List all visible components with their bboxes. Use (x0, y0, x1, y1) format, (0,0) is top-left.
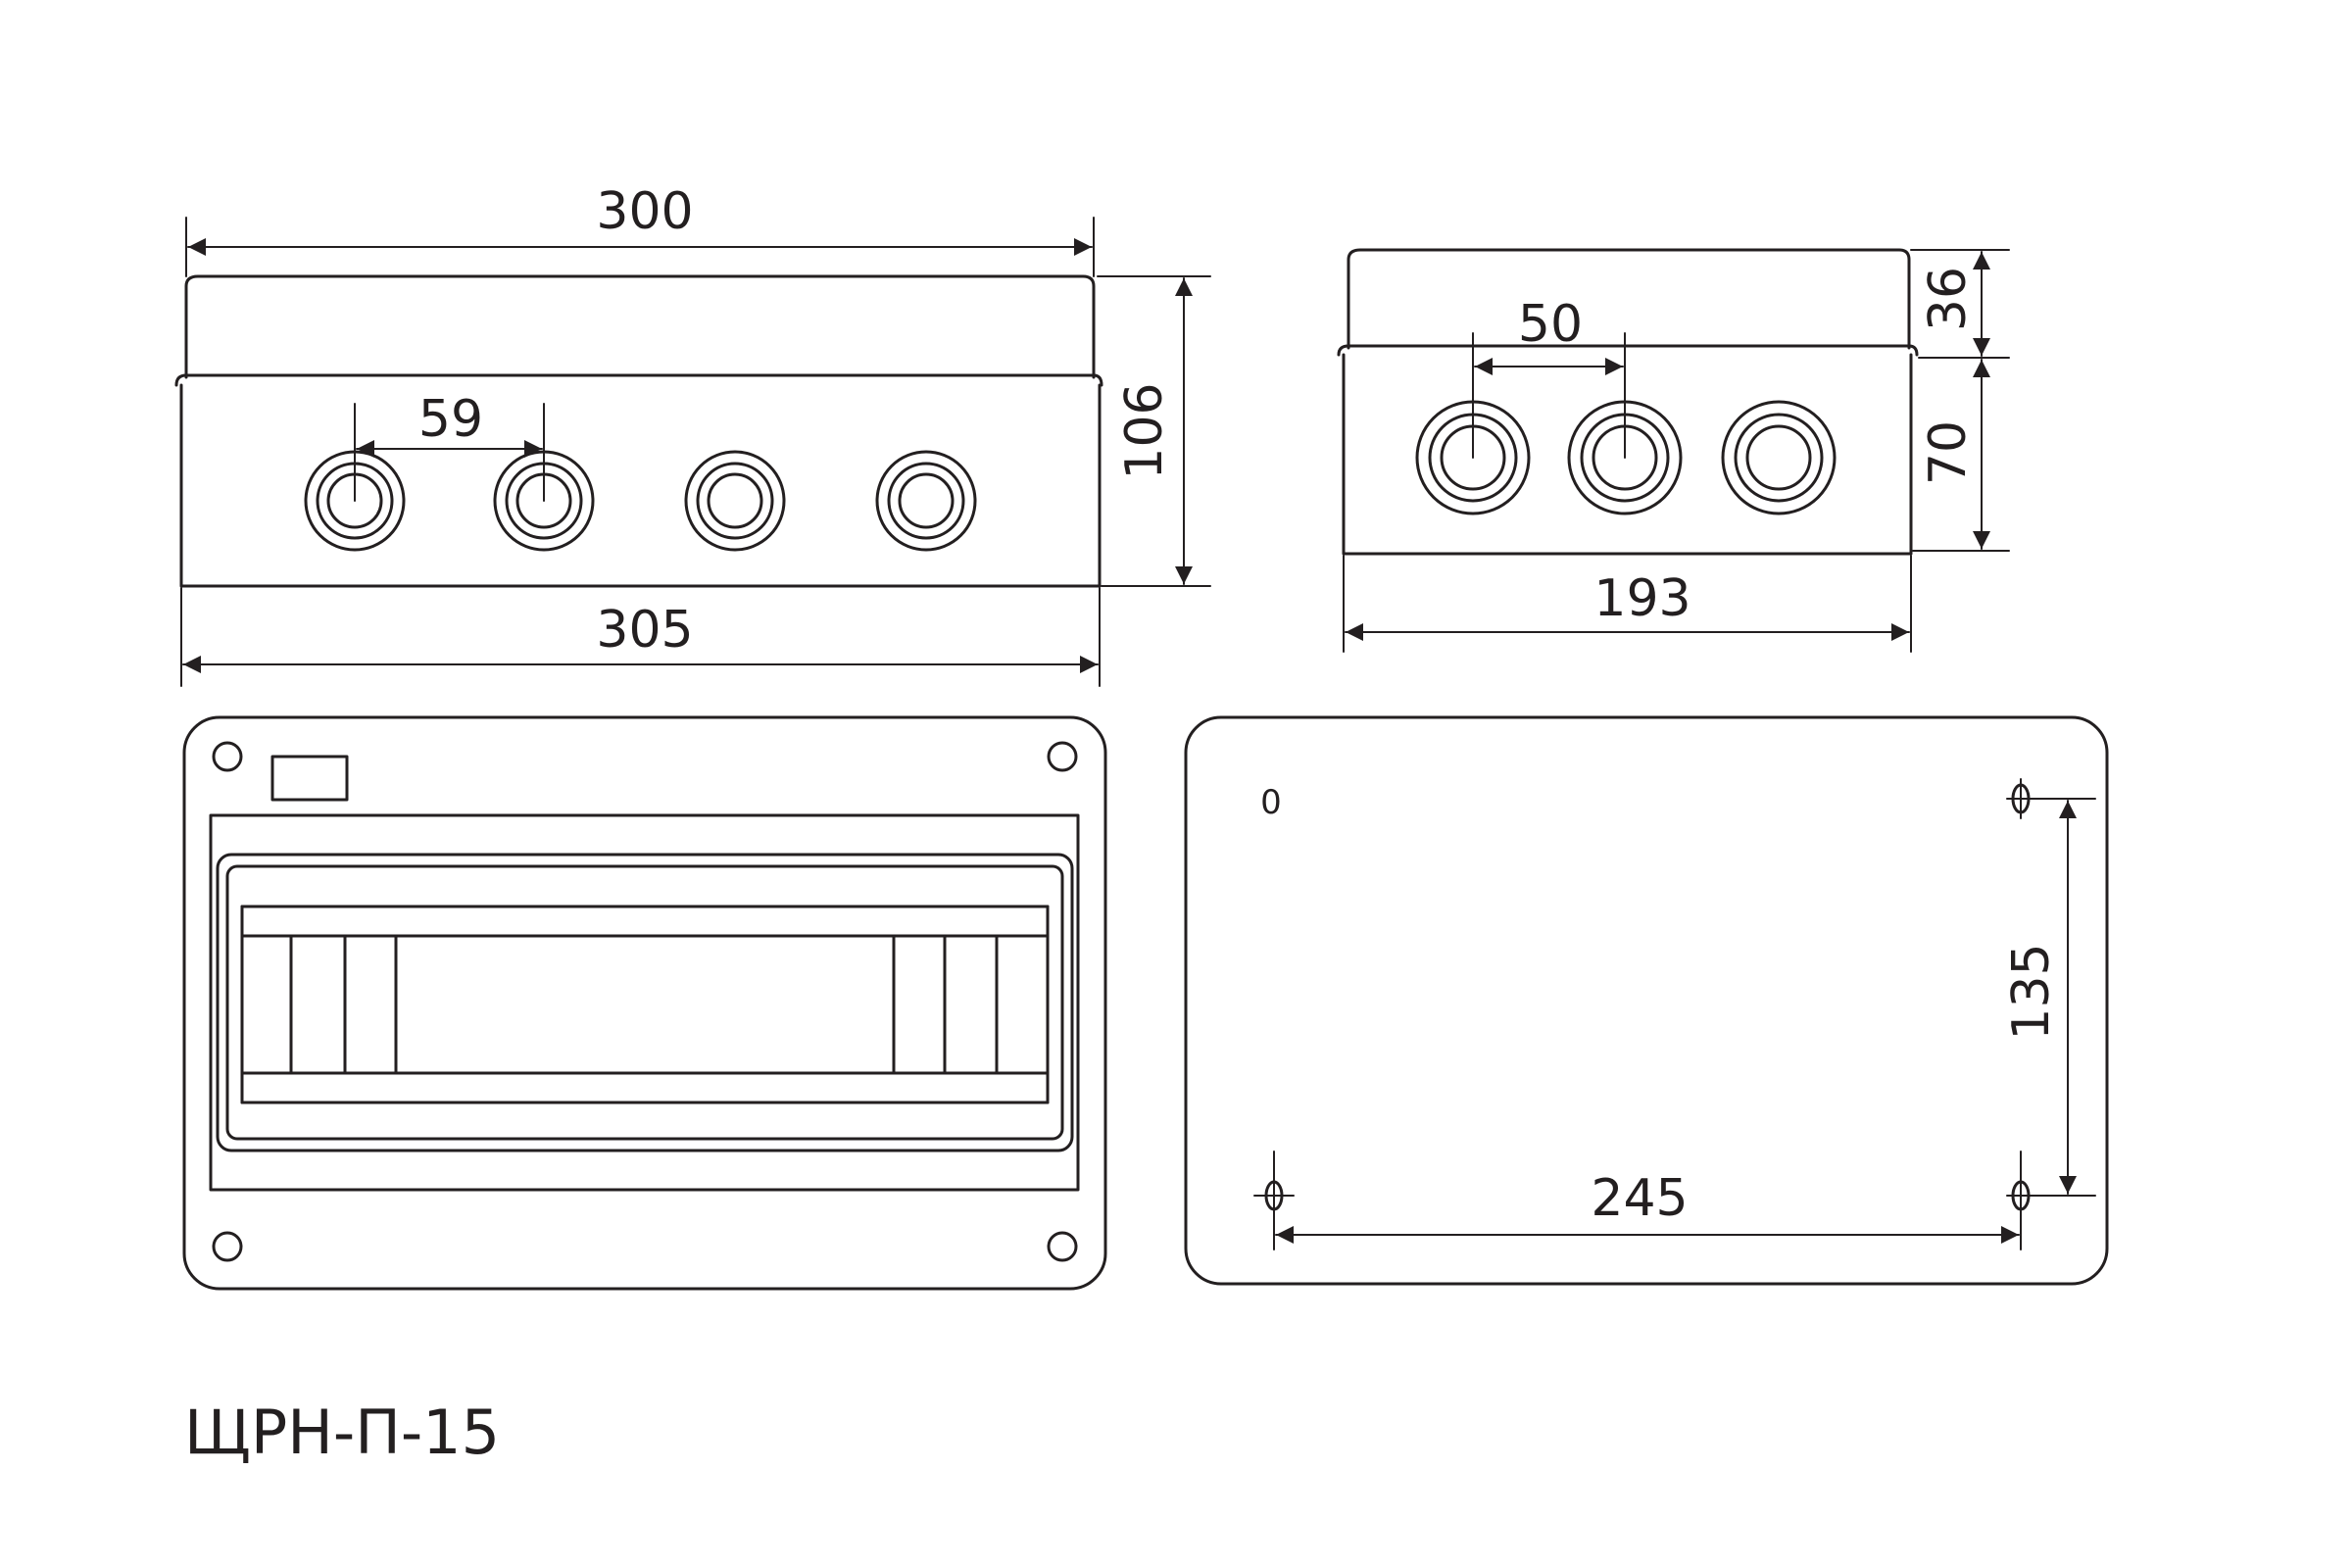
dim-side-body-height-label: 70 (1919, 420, 1978, 485)
back-marker: 0 (1260, 783, 1282, 822)
label-window (270, 755, 349, 802)
mount-hole-bottom-left (1253, 1151, 1295, 1250)
dim-side-gland-spacing: 50 (1472, 295, 1626, 459)
dim-side-width-label: 193 (1593, 569, 1690, 628)
front-gland-3 (684, 450, 786, 552)
dim-bottom-width: 305 (180, 587, 1101, 687)
panel-view (182, 715, 1107, 1291)
dim-side-width: 193 (1343, 555, 1912, 653)
back-view: 0 135 245 (1184, 715, 2109, 1286)
dim-front-height-label: 106 (1115, 382, 1174, 479)
mount-hole-bottom-right (2006, 1151, 2035, 1250)
front-view: 300 305 106 59 (174, 182, 1211, 687)
front-gland-4 (875, 450, 977, 552)
dim-side-lid-height-label: 36 (1919, 267, 1978, 331)
dim-front-gland-spacing: 59 (354, 390, 545, 502)
dim-mount-horizontal-label: 245 (1591, 1169, 1688, 1228)
model-name: ЩРН-П-15 (184, 1396, 501, 1468)
dim-top-width: 300 (185, 182, 1095, 277)
dim-front-gland-spacing-label: 59 (418, 390, 483, 449)
dim-bottom-width-label: 305 (596, 601, 693, 660)
dim-mount-horizontal: 245 (1275, 1169, 2020, 1244)
dim-mount-vertical-label: 135 (2002, 943, 2061, 1040)
side-view: 50 193 36 70 (1337, 248, 2010, 653)
dim-top-width-label: 300 (596, 182, 693, 241)
dim-front-height: 106 (1097, 275, 1211, 587)
dim-mount-vertical: 135 (2002, 798, 2096, 1197)
dim-side-heights: 36 70 (1910, 249, 2010, 552)
side-gland-3 (1721, 400, 1837, 515)
dim-side-gland-spacing-label: 50 (1518, 295, 1583, 354)
